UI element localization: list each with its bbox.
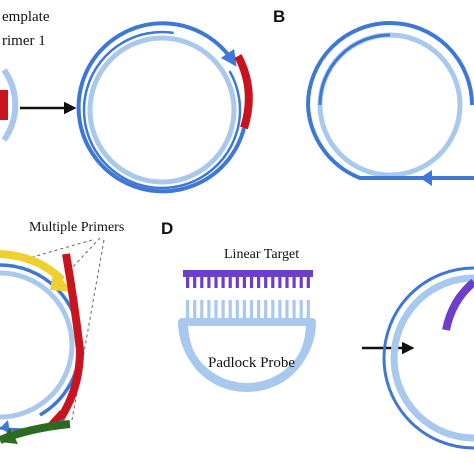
panel-c-primer-red (54, 253, 85, 425)
panel-c-guide-3 (21, 239, 93, 261)
probe-base (285, 300, 289, 320)
target-base (242, 277, 246, 288)
target-base (271, 277, 275, 288)
panel-b-letter: B (273, 7, 286, 26)
panel-b (306, 20, 474, 186)
panel-a-primer1 (234, 54, 253, 130)
target-base (292, 277, 296, 288)
probe-base (214, 300, 218, 320)
target-base (264, 277, 268, 288)
probe-base (200, 300, 204, 320)
target-base (214, 277, 218, 288)
target-base (235, 277, 239, 288)
target-base (186, 277, 190, 288)
panel-d (178, 266, 474, 450)
panel-c-guide-1 (69, 237, 101, 271)
panel-a-template-fragment (1, 68, 19, 142)
panel-d-probe-label: Padlock Probe (208, 355, 296, 371)
target-base (249, 277, 254, 288)
probe-base (221, 300, 225, 320)
probe-base (278, 300, 282, 320)
panel-b-rca-strand (318, 33, 391, 106)
probe-base (264, 300, 268, 320)
panel-a-inner-strand (82, 30, 242, 190)
panel-a (0, 21, 253, 194)
target-base (221, 277, 225, 288)
probe-base (242, 300, 246, 320)
probe-base (292, 300, 296, 320)
panel-b-arrowhead (420, 170, 432, 186)
panel-d-target-bases (186, 277, 310, 288)
target-base (193, 277, 197, 288)
panel-d-circular-probe-inner (390, 274, 474, 442)
probe-base (306, 300, 310, 320)
probe-base (193, 300, 197, 320)
panel-a-synth-strand (76, 21, 246, 194)
panel-c-primer-yellow-head (50, 268, 72, 292)
probe-base (249, 300, 254, 320)
target-base (285, 277, 289, 288)
panel-d-target-label: Linear Target (224, 247, 300, 262)
probe-base (228, 300, 232, 320)
panel-c-template-circle (0, 270, 75, 420)
probe-base (299, 300, 303, 320)
panel-b-rca-long-strand (306, 20, 474, 180)
panel-d-circular-probe (382, 266, 474, 450)
target-base (200, 277, 204, 288)
probe-base (271, 300, 275, 320)
probe-base (186, 300, 190, 320)
probe-base (235, 300, 239, 320)
target-base (228, 277, 232, 288)
panel-d-probe-bases (186, 300, 310, 320)
probe-base (207, 300, 211, 320)
target-base (306, 277, 310, 288)
panel-c-primers-label: Multiple Primers (29, 220, 125, 235)
panel-c-primer-green-head (0, 428, 18, 444)
panel-d-letter: D (161, 219, 174, 238)
panel-a-template-label: emplate (2, 9, 50, 25)
panel-d-padlock-probe-arc (180, 321, 314, 392)
panel-c-strand-bottom-head (0, 420, 10, 434)
probe-base (257, 300, 261, 320)
target-base (299, 277, 303, 288)
target-base (207, 277, 211, 288)
target-base (278, 277, 282, 288)
panel-a-primer-label: rimer 1 (2, 33, 46, 49)
panel-c (0, 237, 105, 444)
panel-d-target-backbone (183, 270, 313, 277)
panel-d-hybridized-target (442, 278, 474, 331)
panel-a-template-circle (87, 35, 237, 185)
target-base (257, 277, 261, 288)
